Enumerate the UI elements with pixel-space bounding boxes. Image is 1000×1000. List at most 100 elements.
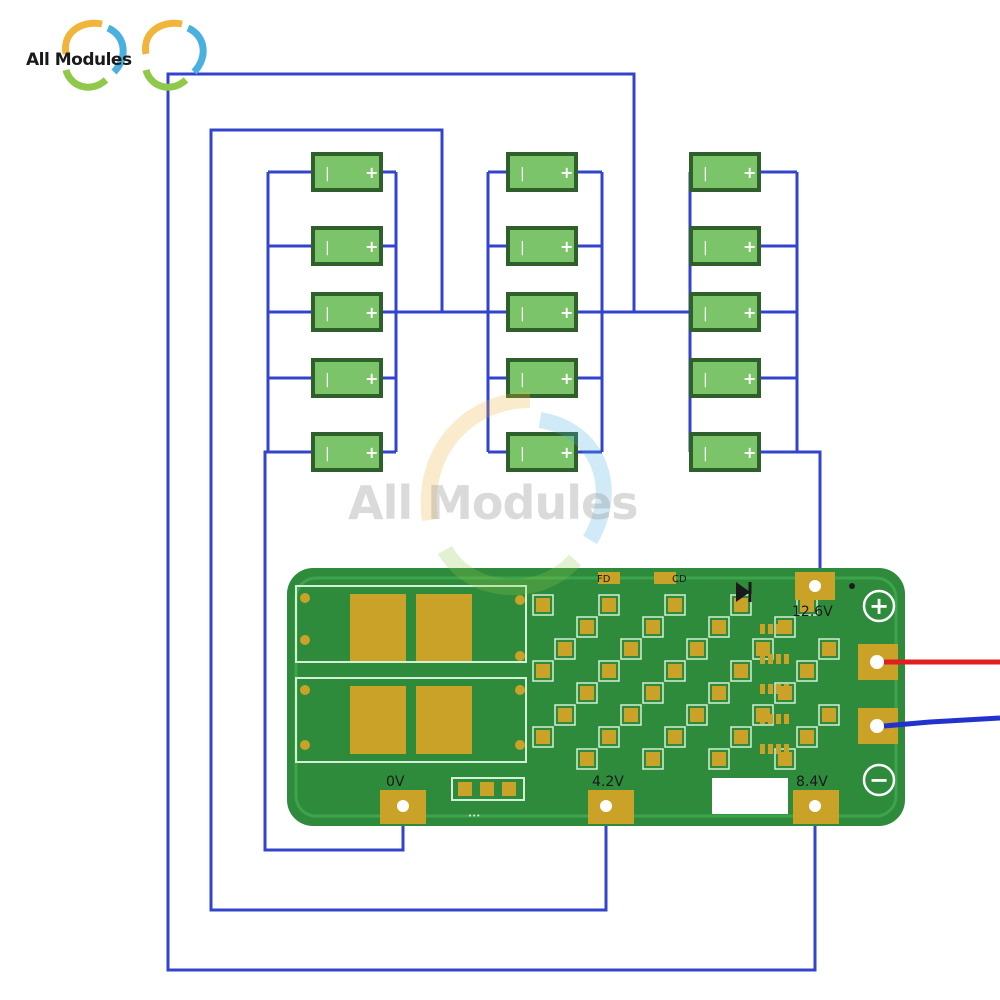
battery-negative-mark: | (325, 446, 330, 462)
battery-negative-mark: | (325, 166, 330, 182)
ic-pin (768, 654, 773, 664)
smd-outline (532, 660, 554, 682)
battery-body (315, 296, 379, 328)
ic-pin (760, 654, 765, 664)
silkscreen-outline (295, 677, 527, 763)
smd-outline (818, 704, 840, 726)
mosfet-pad (416, 594, 472, 662)
battery-positive-mark: + (365, 303, 378, 322)
wire-4v2 (209, 128, 608, 912)
mosfet-pad (350, 686, 406, 754)
battery-cell: |+ (689, 226, 761, 266)
smd-pad (712, 752, 726, 766)
smd-outline (576, 682, 598, 704)
smd-pad (734, 730, 748, 744)
smd-outline (774, 682, 796, 704)
smd-pad (800, 664, 814, 678)
smd-pad (536, 598, 550, 612)
ic-pin (776, 654, 781, 664)
wire-8v4 (166, 72, 817, 972)
battery-cell: |+ (506, 292, 578, 332)
battery-cell: |+ (506, 226, 578, 266)
smd-pad (602, 730, 616, 744)
smd-outline (576, 748, 598, 770)
via (515, 651, 525, 661)
smd-outline (598, 726, 620, 748)
label-0v: 0V (386, 774, 405, 790)
via (515, 740, 525, 750)
pad-hole (870, 655, 884, 669)
smd-outline (664, 594, 686, 616)
smd-outline (686, 704, 708, 726)
battery-positive-mark: + (560, 163, 573, 182)
smd-outline (598, 660, 620, 682)
ic-pin (768, 684, 773, 694)
battery-body (510, 362, 574, 394)
pcb-dot (849, 583, 855, 589)
smd-pad (668, 664, 682, 678)
pcb-label-blank (712, 778, 788, 814)
battery-positive-mark: + (365, 369, 378, 388)
smd-outline (730, 660, 752, 682)
battery-negative-mark: | (520, 306, 525, 322)
silkscreen-outline (451, 777, 525, 801)
smd-outline (554, 704, 576, 726)
smd-outline (664, 660, 686, 682)
smd-outline (620, 638, 642, 660)
battery-negative-mark: | (325, 306, 330, 322)
silkscreen-outline (295, 585, 527, 663)
smd-outline (708, 682, 730, 704)
via (515, 595, 525, 605)
battery-body (693, 362, 757, 394)
battery-cell: |+ (506, 432, 578, 472)
battery-negative-mark: | (325, 240, 330, 256)
smd-outline (686, 638, 708, 660)
ic-pin (776, 744, 781, 754)
smd-outline (642, 748, 664, 770)
smd-pad (624, 642, 638, 656)
wire-0v (263, 450, 405, 852)
smd-outline (708, 616, 730, 638)
smd-outline (620, 704, 642, 726)
battery-body (510, 296, 574, 328)
via (300, 593, 310, 603)
smd-pad (822, 708, 836, 722)
smd-pad (690, 642, 704, 656)
ic-pin (784, 714, 789, 724)
battery-negative-mark: | (703, 446, 708, 462)
battery-positive-mark: + (560, 303, 573, 322)
smd-outline (642, 682, 664, 704)
battery-positive-mark: + (365, 237, 378, 256)
via (515, 685, 525, 695)
battery-positive-mark: + (743, 369, 756, 388)
battery-negative-mark: | (325, 372, 330, 388)
battery-positive-mark: + (560, 443, 573, 462)
battery-cell: |+ (311, 358, 383, 398)
ic-pin (760, 684, 765, 694)
ic-pin (784, 684, 789, 694)
smd-pad (800, 730, 814, 744)
smd-pad (580, 752, 594, 766)
fd-label: FD (597, 574, 611, 585)
battery-positive-mark: + (560, 369, 573, 388)
bms-pcb-board: FD CD 12.6V 0V 4.2V 8.4V (287, 568, 905, 826)
smd-outline (796, 660, 818, 682)
battery-body (315, 436, 379, 468)
smd-pad (734, 598, 748, 612)
smd-pad (778, 752, 792, 766)
smd-components (532, 594, 840, 770)
battery-cell: |+ (689, 358, 761, 398)
smd-pad (646, 686, 660, 700)
logo-text: All Modules (26, 50, 132, 70)
mosfet-pad (416, 686, 472, 754)
board-code-mark: ••• (468, 812, 480, 820)
label-8v4: 8.4V (796, 774, 828, 790)
via (300, 685, 310, 695)
watermark-text: All Modules (348, 476, 639, 530)
negative-symbol-text: − (869, 766, 889, 794)
ic-pin (760, 624, 765, 634)
battery-positive-mark: + (365, 163, 378, 182)
ic-pin (776, 624, 781, 634)
battery-cell: |+ (311, 292, 383, 332)
battery-body (315, 156, 379, 188)
